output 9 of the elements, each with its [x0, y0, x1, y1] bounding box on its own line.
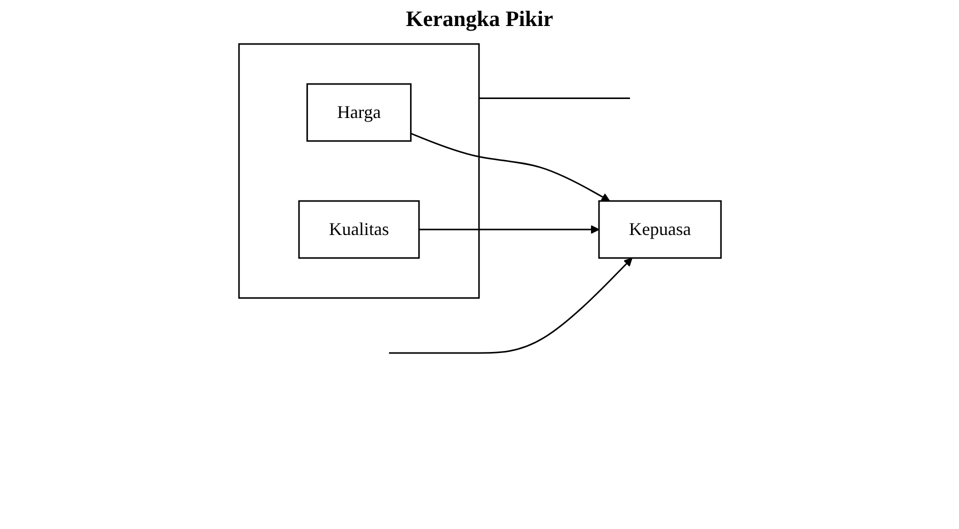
- arrow: [410, 132, 610, 202]
- connector: [478, 98, 630, 99]
- diagram-title: Kerangka Pikir: [404, 6, 554, 32]
- node-box: Harga: [306, 83, 412, 142]
- cluster: [238, 43, 480, 299]
- node-box: Kualitas: [298, 200, 420, 259]
- node-box: Kepuasa: [598, 200, 722, 259]
- arrow: [418, 225, 599, 234]
- arrow: [388, 258, 632, 354]
